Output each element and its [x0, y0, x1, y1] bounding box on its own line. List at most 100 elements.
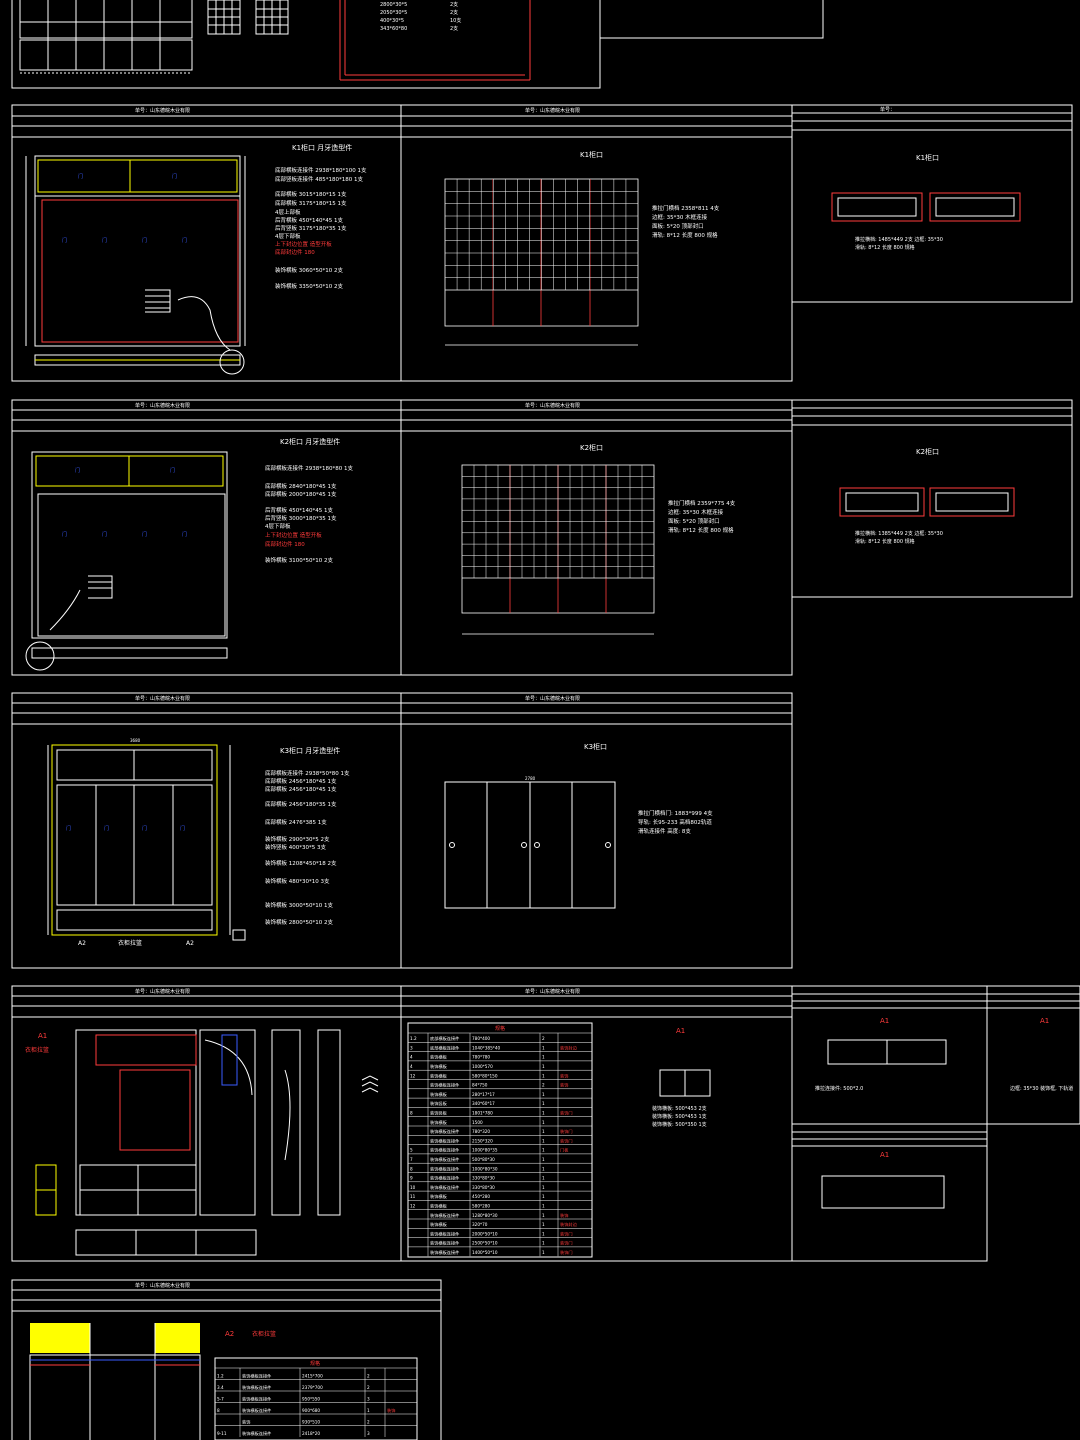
- svg-text:面板: 5*20 顶部封口: 面板: 5*20 顶部封口: [652, 222, 704, 230]
- row4-right-mini: A1 推拉连接件: 500*2.0 边框: 35*30 装饰框, 下轨道 A1 …: [815, 1017, 1073, 1209]
- row1-mid-text: K1柜口 推拉门横档 2358*811 4支 边框: 35*30 木框连接 面板…: [580, 150, 720, 239]
- table-cell: 4: [410, 1064, 413, 1069]
- svg-text:底部封边件 180: 底部封边件 180: [265, 540, 305, 548]
- table-cell: 4: [410, 1055, 413, 1060]
- svg-text:山东德皖木业有限: 山东德皖木业有限: [540, 988, 580, 995]
- svg-text:门: 门: [78, 173, 83, 180]
- table-cell: 7: [410, 1157, 413, 1162]
- svg-text:底部横板 2000*180*45 1支: 底部横板 2000*180*45 1支: [265, 490, 337, 498]
- table-cell: 装饰横板: [430, 1119, 448, 1126]
- table-cell: 320*70: [472, 1222, 488, 1227]
- table-cell: 330*80*30: [472, 1185, 495, 1190]
- svg-text:A1: A1: [38, 1032, 47, 1040]
- svg-text:门: 门: [62, 237, 67, 244]
- svg-text:边框: 35*30 木框连接: 边框: 35*30 木框连接: [668, 508, 724, 516]
- svg-text:山东德皖木业有限: 山东德皖木业有限: [540, 695, 580, 702]
- svg-text:门: 门: [182, 237, 187, 244]
- row5-header-text: 单号：山东德皖木业有限: [135, 1282, 190, 1289]
- svg-text:装饰横板 1208*450*18 2支: 装饰横板 1208*450*18 2支: [265, 859, 337, 867]
- svg-text:推拉横档: 1485*449 2支 边框: 35*30: 推拉横档: 1485*449 2支 边框: 35*30: [855, 236, 943, 243]
- svg-text:后背横板 450*140*45 1支: 后背横板 450*140*45 1支: [275, 216, 343, 224]
- svg-text:底部横板 2456*180*45 1支: 底部横板 2456*180*45 1支: [265, 777, 337, 785]
- table-cell: 2418*20: [302, 1431, 320, 1436]
- svg-text:山东德皖木业有限: 山东德皖木业有限: [150, 1282, 190, 1289]
- svg-text:门: 门: [182, 531, 187, 538]
- svg-text:后背竖板 3000*180*35 1支: 后背竖板 3000*180*35 1支: [265, 514, 337, 522]
- svg-text:底部横板 2456*180*45 1支: 底部横板 2456*180*45 1支: [265, 785, 337, 793]
- table-cell: 装饰横板连接件: [430, 1156, 459, 1163]
- svg-text:底部横板连接件 2938*50*80 1支: 底部横板连接件 2938*50*80 1支: [265, 769, 350, 777]
- row4-mid-right: A1 装饰横板: 500*453 2支 装饰横板: 500*453 1支 装饰横…: [652, 1027, 711, 1128]
- table-cell: 330*80*30: [472, 1176, 495, 1181]
- svg-text:推拉门横档 2359*775 4支: 推拉门横档 2359*775 4支: [668, 499, 736, 507]
- svg-text:A1: A1: [676, 1027, 685, 1035]
- svg-text:后背竖板 3175*180*35 1支: 后背竖板 3175*180*35 1支: [275, 224, 347, 232]
- table-cell: 装饰: [560, 1072, 568, 1079]
- row3-sliding-doors: [444, 781, 616, 909]
- table-cell: 装饰横板连接件: [430, 1165, 459, 1172]
- table-cell: 装饰: [560, 1212, 568, 1219]
- row5-sheet: [11, 1279, 442, 1440]
- row3-title-left: K3柜口 月牙造型件: [280, 746, 340, 755]
- row4-left-labels: A1 衣柜拉篮: [25, 1032, 49, 1054]
- svg-text:单号：: 单号：: [135, 1282, 150, 1289]
- svg-text:山东德皖木业有限: 山东德皖木业有限: [150, 695, 190, 702]
- table-cell: 装饰横板连接件: [430, 1249, 459, 1256]
- row3-header-text: 单号：山东德皖木业有限 单号：山东德皖木业有限: [135, 695, 580, 702]
- table-cell: 1040*385*40: [472, 1045, 501, 1050]
- svg-text:推拉横档: 1385*449 2支 边框: 35*30: 推拉横档: 1385*449 2支 边框: 35*30: [855, 530, 943, 537]
- table-cell: 5-7: [217, 1396, 224, 1401]
- svg-text:山东德皖木业有限: 山东德皖木业有限: [150, 107, 190, 114]
- table-cell: 9-11: [217, 1431, 227, 1436]
- table-cell: 1: [542, 1064, 545, 1069]
- table-cell: 1801*780: [472, 1111, 493, 1116]
- svg-text:装饰横板 3000*50*10 1支: 装饰横板 3000*50*10 1支: [265, 901, 333, 909]
- table-cell: 2: [542, 1083, 545, 1088]
- svg-text:单号：: 单号：: [135, 988, 150, 995]
- svg-text:门: 门: [102, 531, 107, 538]
- svg-text:4层下部板: 4层下部板: [275, 232, 301, 240]
- table-cell: 底部横板连接件: [430, 1035, 459, 1042]
- svg-text:滑轨: 8*12 长度 800 规格: 滑轨: 8*12 长度 800 规格: [855, 244, 915, 251]
- table-cell: 9: [410, 1176, 413, 1181]
- svg-text:2800*30*5: 2800*30*5: [380, 2, 407, 8]
- svg-text:边框: 35*30 木框连接: 边框: 35*30 木框连接: [652, 213, 708, 221]
- svg-text:衣柜拉篮: 衣柜拉篮: [252, 1330, 276, 1338]
- table-cell: 装饰横板连接件: [242, 1430, 271, 1437]
- table-cell: 930*510: [302, 1419, 320, 1424]
- svg-text:上下封边位置 造型开板: 上下封边位置 造型开板: [265, 531, 322, 539]
- table-cell: 1: [542, 1231, 545, 1236]
- svg-text:2支: 2支: [450, 1, 458, 8]
- table-cell: 1: [542, 1157, 545, 1162]
- svg-text:单号：: 单号：: [525, 402, 540, 409]
- table-cell: 1: [542, 1166, 545, 1171]
- svg-text:底部横板 2840*180*45 1支: 底部横板 2840*180*45 1支: [265, 482, 337, 490]
- svg-text:山东德皖木业有限: 山东德皖木业有限: [150, 402, 190, 409]
- table-cell: 2000*50*10: [472, 1231, 498, 1236]
- row2-title-mid: K2柜口: [580, 443, 603, 452]
- svg-text:规格: 规格: [495, 1025, 505, 1032]
- table-cell: 1: [542, 1120, 545, 1125]
- svg-text:A2: A2: [186, 940, 194, 947]
- table-cell: 1000*570: [472, 1064, 493, 1069]
- top-row-sheets: [11, 0, 824, 89]
- table-cell: 2: [367, 1385, 370, 1390]
- table-cell: 装饰门: [560, 1128, 573, 1135]
- table-cell: 装饰横板连接件: [430, 1082, 459, 1089]
- table-cell: 12: [410, 1204, 416, 1209]
- row1-title-right: K1柜口: [916, 153, 939, 162]
- svg-text:A2: A2: [78, 940, 86, 947]
- row1-spec: K1柜口 月牙造型件 底部横板连接件 2938*180*100 1支 底部竖板连…: [275, 143, 367, 290]
- table-cell: 5: [410, 1148, 413, 1153]
- table-cell: 1: [542, 1055, 545, 1060]
- svg-text:10支: 10支: [450, 17, 461, 24]
- svg-text:底部封边件 180: 底部封边件 180: [275, 248, 315, 256]
- svg-text:装饰横板: 500*453 1支: 装饰横板: 500*453 1支: [652, 1113, 707, 1120]
- svg-text:门: 门: [172, 173, 177, 180]
- table-cell: 1: [542, 1138, 545, 1143]
- table-cell: 门板: [560, 1147, 569, 1154]
- table-cell: 装饰横板: [430, 1203, 448, 1210]
- svg-text:A1: A1: [880, 1017, 889, 1025]
